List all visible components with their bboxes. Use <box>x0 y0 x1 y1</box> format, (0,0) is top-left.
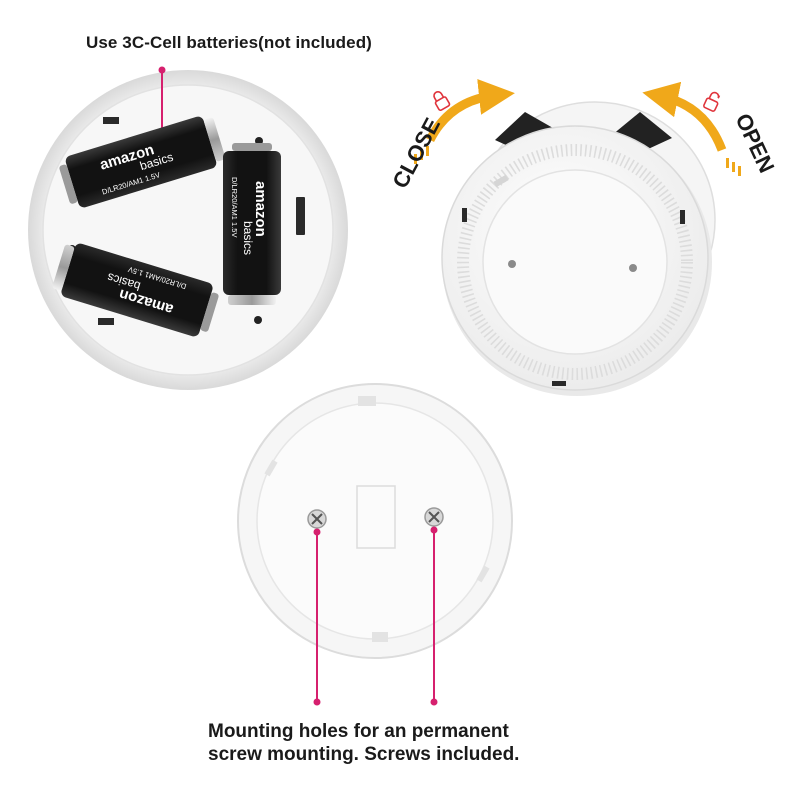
latch-slot-icon <box>680 210 685 224</box>
screw-hole-icon <box>508 260 516 268</box>
rotation-view: CLOSE OPEN <box>387 79 779 396</box>
mounting-plate-inner <box>256 402 494 640</box>
close-arrow-icon <box>425 79 515 143</box>
latch-slot-icon <box>552 381 566 386</box>
open-dashes-icon <box>726 158 741 176</box>
mounting-caption-line-2: screw mounting. Screws included. <box>208 744 520 765</box>
screw-pointer-left-dot <box>313 698 321 706</box>
close-dashes-icon <box>414 146 429 164</box>
screw-hole-icon <box>629 264 637 272</box>
mounting-caption-line-1: Mounting holes for an permanent <box>208 721 509 742</box>
screw-pointer-right-dot <box>430 526 438 534</box>
center-recess <box>356 485 396 549</box>
screw-pointer-right-dot <box>430 698 438 706</box>
latch-slot-icon <box>493 174 509 188</box>
mounting-plate <box>237 383 513 706</box>
battery-pointer-dot <box>158 66 166 74</box>
latch-slot-icon <box>462 208 467 222</box>
compartment-tab-icon <box>296 197 305 235</box>
battery-compartment: amazon basics D/LR20/AM1 1.5V amazon bas… <box>28 66 348 390</box>
screw-pointer-left-dot <box>313 528 321 536</box>
battery-brand-text: amazon <box>252 181 269 237</box>
diffuser-disc <box>482 169 668 355</box>
mounting-screw-right-icon <box>424 507 444 527</box>
plate-notch-icon <box>476 565 490 583</box>
close-label: CLOSE <box>387 114 445 193</box>
ribbed-ring <box>457 144 693 380</box>
compartment-tab-icon <box>98 318 114 325</box>
compartment-hole-icon <box>254 316 262 324</box>
open-arrow-icon <box>642 81 727 152</box>
plate-notch-icon <box>358 396 376 406</box>
battery-subbrand-text: basics <box>241 221 255 255</box>
lock-closed-icon <box>433 91 451 111</box>
battery-spec-text: D/LR20/AM1 1.5V <box>230 177 239 237</box>
compartment-tab-icon <box>103 117 119 124</box>
plate-notch-icon <box>264 459 278 477</box>
battery-right: amazon basics D/LR20/AM1 1.5V <box>223 143 281 305</box>
plate-notch-icon <box>372 632 388 642</box>
battery-caption: Use 3C-Cell batteries(not included) <box>86 33 372 52</box>
mounting-screw-left-icon <box>307 509 327 529</box>
lock-open-icon <box>703 91 721 112</box>
mounting-caption: Mounting holes for an permanent screw mo… <box>208 720 519 766</box>
open-label: OPEN <box>730 110 779 177</box>
